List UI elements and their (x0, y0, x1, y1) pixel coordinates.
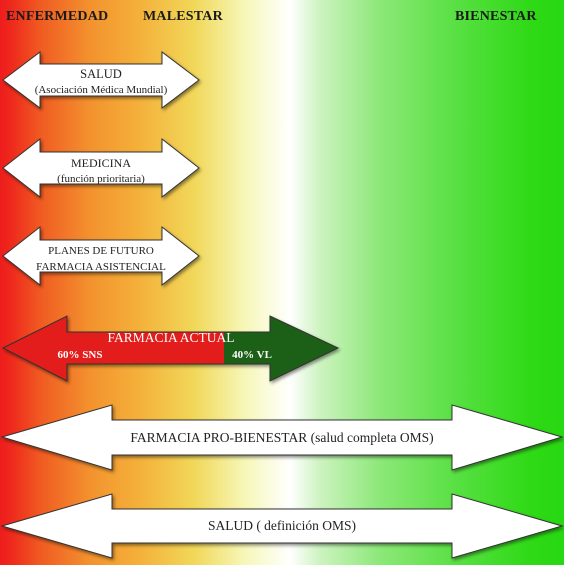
label-salud-amm-title: SALUD (80, 67, 122, 81)
label-farmacia-actual-title: FARMACIA ACTUAL (107, 330, 235, 345)
label-farmacia-actual-sns: 60% SNS (57, 349, 103, 361)
header-malestar: MALESTAR (143, 9, 223, 24)
label-medicina-subtitle: (función prioritaria) (57, 173, 145, 185)
label-planes-line2: FARMACIA ASISTENCIAL (36, 261, 166, 273)
arrow-pro-bienestar (0, 404, 564, 471)
label-salud-amm: SALUD (Asociación Médica Mundial) (28, 66, 174, 98)
label-planes-line1: PLANES DE FUTURO (48, 245, 154, 257)
label-salud-oms: SALUD ( definición OMS) (207, 518, 357, 533)
header-bienestar: BIENESTAR (455, 9, 537, 24)
arrow-salud-oms (0, 493, 564, 559)
arrow-medicina (2, 137, 200, 199)
arrow-planes-futuro (2, 225, 200, 287)
header-enfermedad: ENFERMEDAD (6, 9, 109, 24)
label-farmacia-actual-vl: 40% VL (232, 349, 272, 361)
arrow-salud-amm (2, 50, 200, 110)
label-pro-bienestar: FARMACIA PRO-BIENESTAR (salud completa O… (130, 430, 434, 445)
label-salud-amm-subtitle: (Asociación Médica Mundial) (34, 84, 168, 96)
arrow-farmacia-actual (1, 315, 340, 382)
label-planes: PLANES DE FUTURO FARMACIA ASISTENCIAL (28, 243, 174, 275)
label-medicina: MEDICINA (función prioritaria) (28, 155, 174, 187)
label-medicina-title: MEDICINA (71, 156, 131, 170)
